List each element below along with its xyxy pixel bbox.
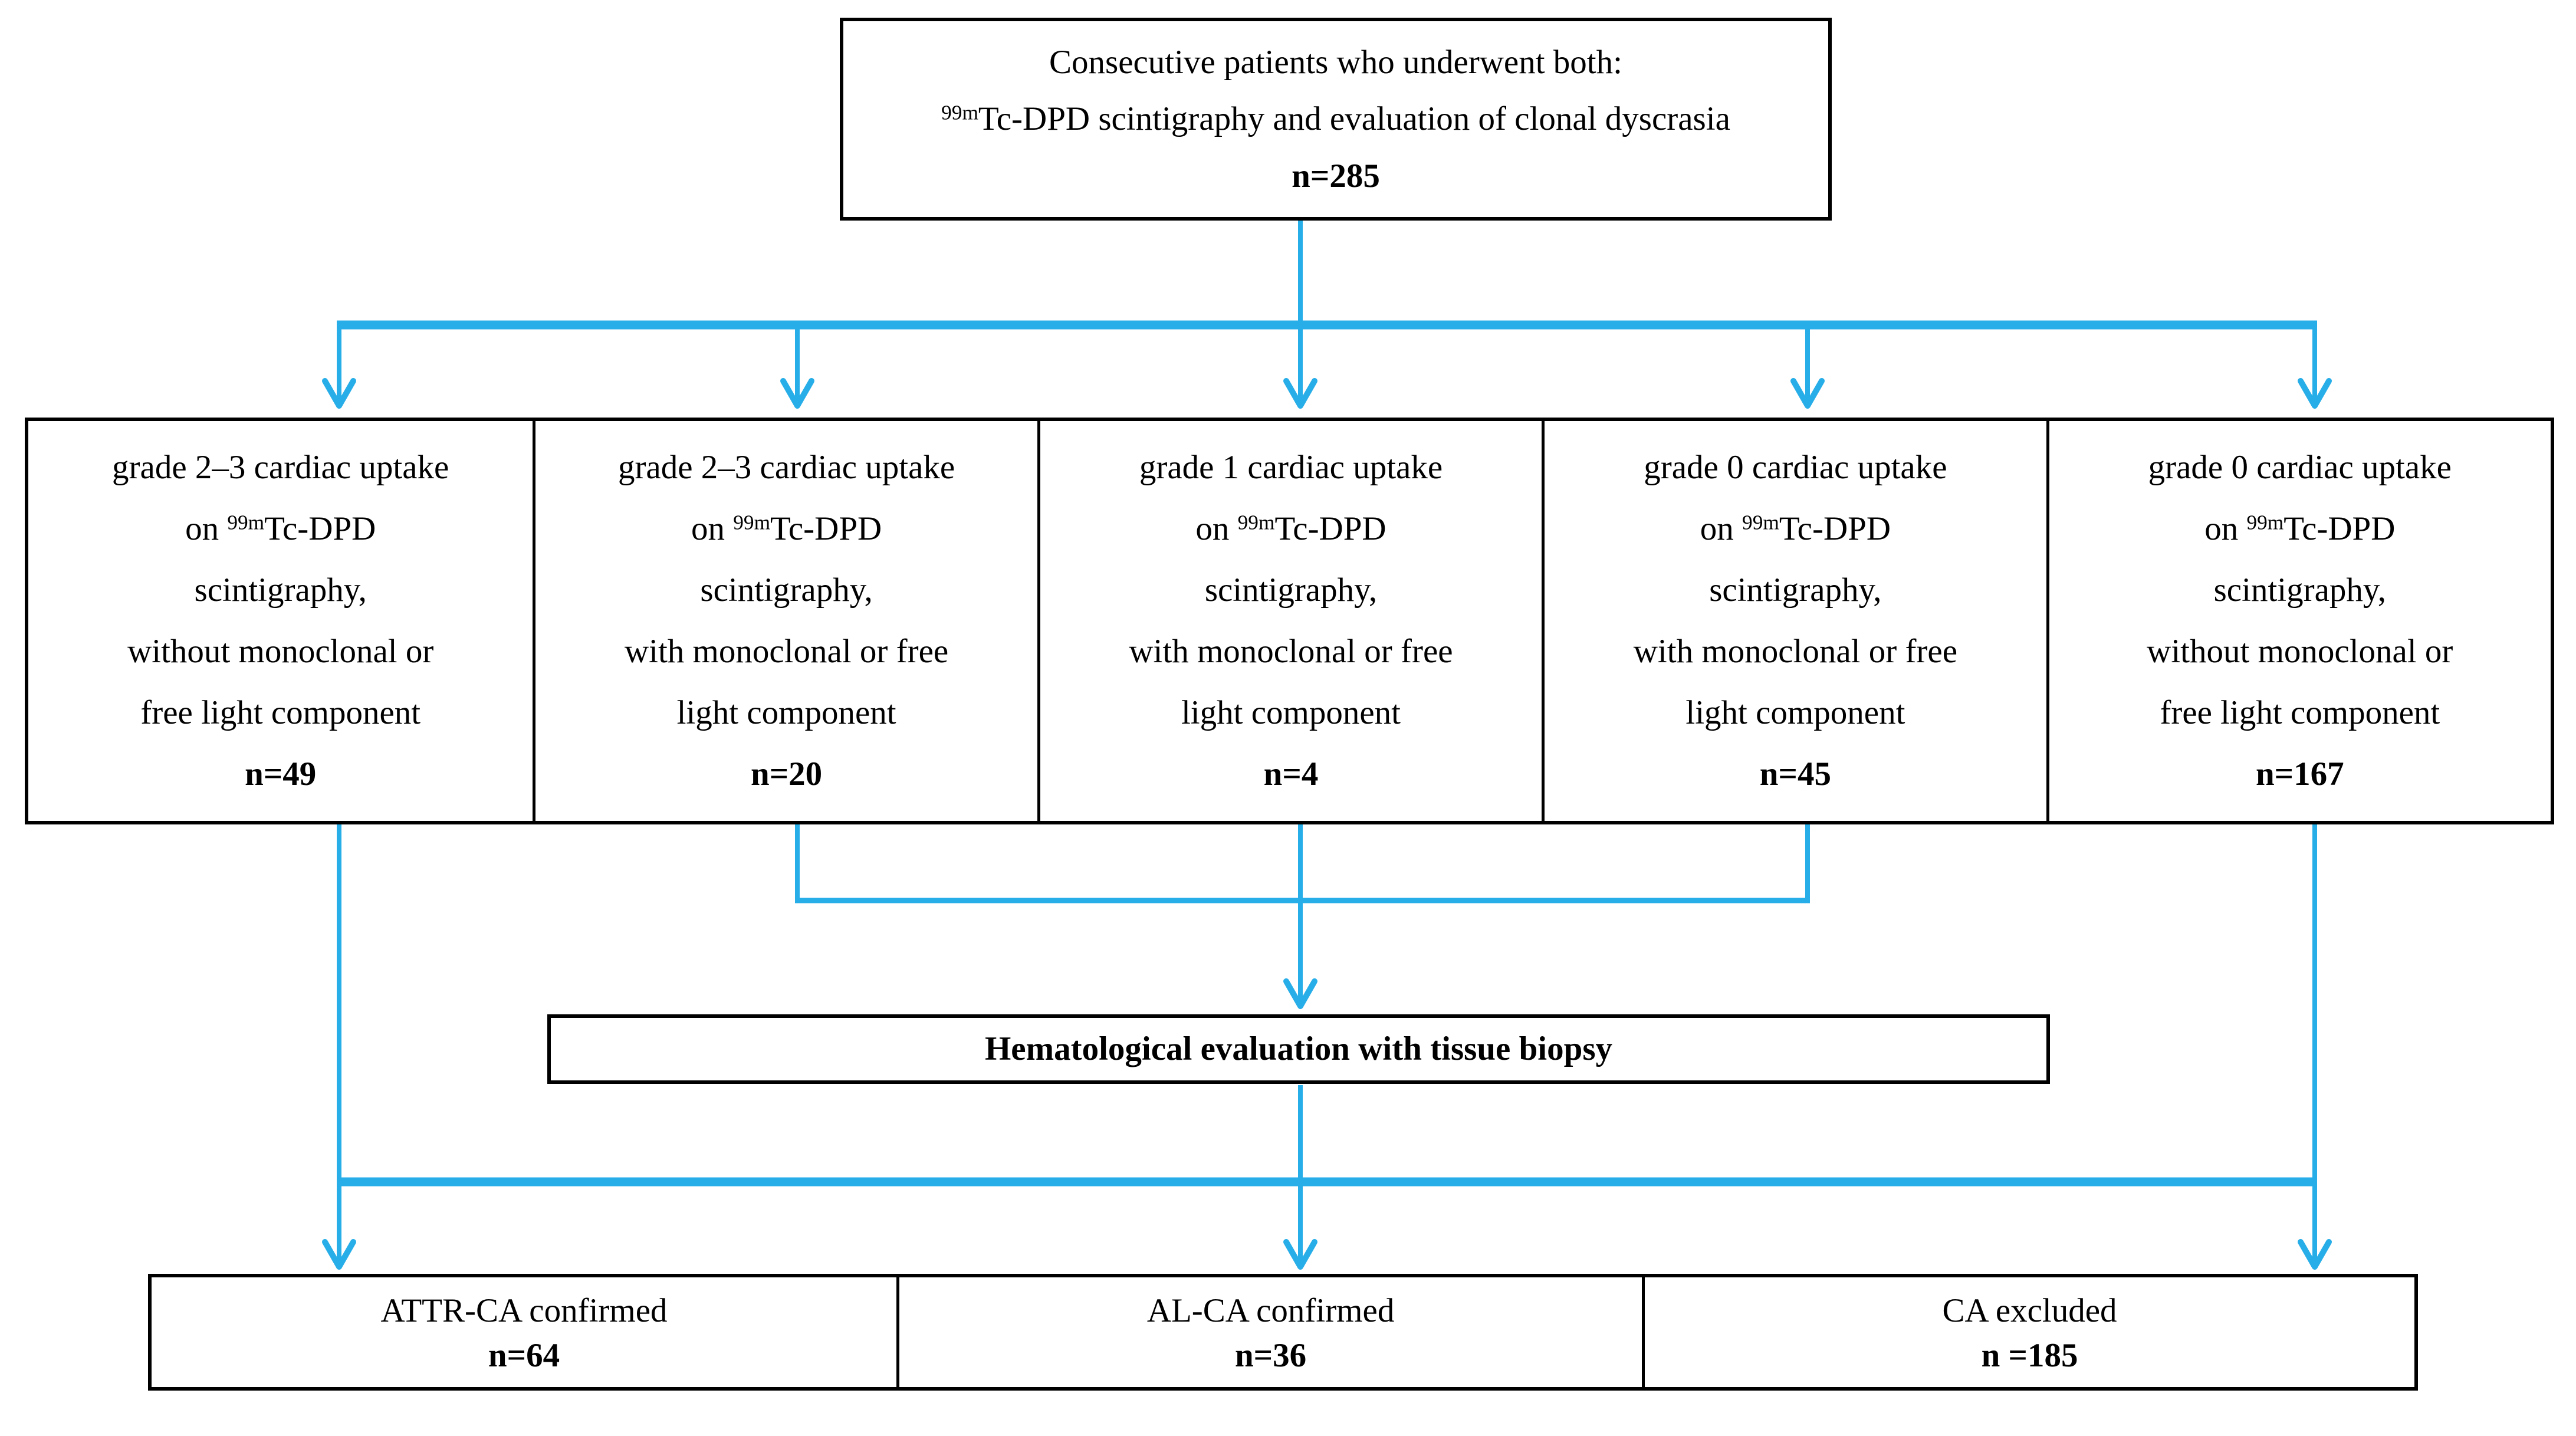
uptake-line-3: scintigraphy, — [700, 571, 873, 609]
uptake-line-3: scintigraphy, — [2213, 571, 2386, 609]
uptake-line-2: on 99mTc-DPD — [2204, 510, 2395, 548]
outcome-label: CA excluded — [1942, 1292, 2117, 1330]
outcome-count: n=64 — [488, 1337, 560, 1375]
uptake-line-1: grade 0 cardiac uptake — [2148, 449, 2452, 487]
uptake-box-4: grade 0 cardiac uptake on 99mTc-DPD scin… — [1542, 421, 2046, 821]
uptake-line-5: light component — [676, 694, 896, 732]
arrow-down-icon — [1283, 378, 1317, 409]
branch-arrow-1 — [322, 325, 356, 409]
uptake-line-5: light component — [1181, 694, 1401, 732]
biopsy-arrow — [1283, 901, 1317, 1009]
outcome-row: ATTR-CA confirmed n=64 AL-CA confirmed n… — [148, 1274, 2418, 1391]
uptake-box-2: grade 2–3 cardiac uptake on 99mTc-DPD sc… — [533, 421, 1037, 821]
uptake-line-1: grade 2–3 cardiac uptake — [617, 449, 955, 487]
arrow-down-icon — [780, 378, 814, 409]
uptake-line-2: on 99mTc-DPD — [1195, 510, 1386, 548]
uptake-count: n=45 — [1759, 755, 1831, 793]
uptake-line-3: scintigraphy, — [194, 571, 367, 609]
biopsy-box: Hematological evaluation with tissue bio… — [547, 1014, 2050, 1084]
top-box-line-2-text: Tc-DPD scintigraphy and evaluation of cl… — [978, 100, 1730, 138]
uptake-line-2: on 99mTc-DPD — [691, 510, 882, 548]
uptake-line-4: with monoclonal or free — [1129, 633, 1453, 671]
uptake-count: n=49 — [245, 755, 317, 793]
outcome-label: AL-CA confirmed — [1146, 1292, 1395, 1330]
isotope-superscript: 99m — [1742, 511, 1779, 534]
arrow-down-icon — [2298, 1239, 2332, 1270]
outcome-box-excluded: CA excluded n =185 — [1642, 1277, 2414, 1387]
uptake-line-2-text: Tc-DPD — [2283, 510, 2396, 548]
uptake-line-4: with monoclonal or free — [624, 633, 949, 671]
branch-arrow-2 — [780, 325, 814, 409]
uptake-count: n=20 — [751, 755, 823, 793]
uptake-line-2-prefix: on — [1195, 510, 1238, 548]
uptake-line-5: light component — [1685, 694, 1905, 732]
uptake-line-4: with monoclonal or free — [1633, 633, 1958, 671]
uptake-line-2: on 99mTc-DPD — [185, 510, 376, 548]
top-box-line-1: Consecutive patients who underwent both: — [1049, 43, 1622, 81]
isotope-superscript: 99m — [227, 511, 265, 534]
uptake-line-2-text: Tc-DPD — [770, 510, 882, 548]
uptake-line-2-prefix: on — [691, 510, 734, 548]
isotope-superscript: 99m — [2246, 511, 2284, 534]
arrow-down-icon — [322, 378, 356, 409]
top-box-line-2: 99mTc-DPD scintigraphy and evaluation of… — [941, 100, 1730, 139]
uptake-row: grade 2–3 cardiac uptake on 99mTc-DPD sc… — [25, 418, 2554, 824]
uptake-box-3: grade 1 cardiac uptake on 99mTc-DPD scin… — [1037, 421, 1542, 821]
isotope-superscript: 99m — [1237, 511, 1275, 534]
uptake-line-2-text: Tc-DPD — [1274, 510, 1386, 548]
outcome-count: n =185 — [1981, 1337, 2078, 1375]
outcome-label: ATTR-CA confirmed — [380, 1292, 668, 1330]
outcome-arrow-1 — [322, 1182, 356, 1270]
arrow-down-icon — [1790, 378, 1825, 409]
outcome-count: n=36 — [1234, 1337, 1307, 1375]
outcome-box-attr: ATTR-CA confirmed n=64 — [152, 1277, 896, 1387]
uptake-line-1: grade 0 cardiac uptake — [1644, 449, 1947, 487]
uptake-line-1: grade 1 cardiac uptake — [1139, 449, 1443, 487]
uptake-line-4: without monoclonal or — [2147, 633, 2453, 671]
uptake-line-2-prefix: on — [2204, 510, 2247, 548]
branch-arrow-3 — [1283, 325, 1317, 409]
uptake-line-4: without monoclonal or — [127, 633, 434, 671]
uptake-line-3: scintigraphy, — [1709, 571, 1882, 609]
isotope-superscript: 99m — [733, 511, 771, 534]
uptake-line-2-prefix: on — [185, 510, 228, 548]
uptake-count: n=4 — [1263, 755, 1319, 793]
uptake-count: n=167 — [2255, 755, 2344, 793]
uptake-line-5: free light component — [2160, 694, 2440, 732]
top-box: Consecutive patients who underwent both:… — [840, 18, 1832, 221]
arrow-down-icon — [2298, 378, 2332, 409]
uptake-line-2: on 99mTc-DPD — [1700, 510, 1891, 548]
arrow-down-icon — [322, 1239, 356, 1270]
uptake-line-3: scintigraphy, — [1204, 571, 1378, 609]
biopsy-box-label: Hematological evaluation with tissue bio… — [984, 1030, 1613, 1068]
uptake-line-5: free light component — [140, 694, 421, 732]
branch-arrow-5 — [2298, 325, 2332, 409]
isotope-superscript: 99m — [941, 101, 978, 124]
top-box-count: n=285 — [1292, 157, 1380, 195]
uptake-line-2-text: Tc-DPD — [1779, 510, 1891, 548]
arrow-down-icon — [1283, 978, 1317, 1009]
uptake-line-2-prefix: on — [1700, 510, 1743, 548]
outcome-arrow-2 — [1283, 1182, 1317, 1270]
uptake-line-1: grade 2–3 cardiac uptake — [112, 449, 449, 487]
uptake-box-1: grade 2–3 cardiac uptake on 99mTc-DPD sc… — [28, 421, 533, 821]
uptake-line-2-text: Tc-DPD — [264, 510, 376, 548]
arrow-down-icon — [1283, 1239, 1317, 1270]
uptake-box-5: grade 0 cardiac uptake on 99mTc-DPD scin… — [2046, 421, 2551, 821]
outcome-arrow-3 — [2298, 1182, 2332, 1270]
outcome-box-al: AL-CA confirmed n=36 — [896, 1277, 1642, 1387]
branch-arrow-4 — [1790, 325, 1825, 409]
